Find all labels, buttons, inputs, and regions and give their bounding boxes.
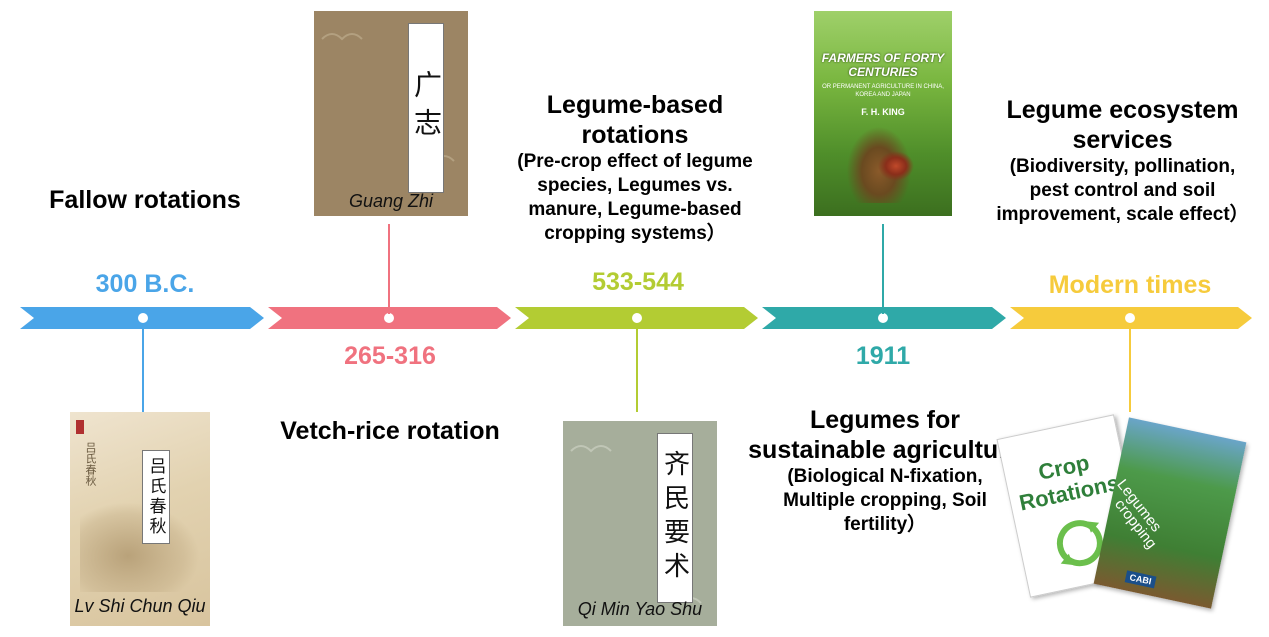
landscape-art (80, 502, 200, 592)
event-3-text: Legume-based rotations (Pre-crop effect … (490, 90, 780, 246)
date-label-5: Modern times (1020, 271, 1240, 300)
timeline-node-1 (138, 313, 148, 323)
book-cover-lv-shi-chun-qiu: 吕氏春秋 吕氏春秋 Lv Shi Chun Qiu (70, 412, 210, 626)
event-detail-3-line4: cropping systems） (490, 222, 780, 246)
book-title-cn-1: 吕氏春秋 (142, 450, 170, 544)
event-detail-3-line2: species, Legumes vs. (490, 174, 780, 198)
event-5-text: Legume ecosystem services (Biodiversity,… (980, 95, 1265, 227)
event-detail-4-line2: Multiple cropping, Soil (715, 489, 1055, 513)
date-label-3: 533-544 (553, 268, 723, 297)
connector-4 (882, 224, 884, 314)
date-label-4: 1911 (798, 342, 968, 371)
book-title-cn-2: 广志 (408, 23, 444, 193)
cover-author: F. H. KING (814, 107, 952, 117)
book-title-cn-3: 齐民要术 (657, 433, 693, 603)
cabi-logo: CABI (1125, 570, 1157, 588)
book-caption-3: Qi Min Yao Shu (563, 599, 717, 620)
cover-title-line2: CENTURIES (814, 65, 952, 79)
connector-1 (142, 324, 144, 412)
timeline-node-2 (384, 313, 394, 323)
timeline-node-4 (878, 313, 888, 323)
event-heading-5-line1: Legume ecosystem (980, 95, 1265, 125)
event-heading-1: Fallow rotations (20, 185, 270, 215)
date-label-2: 265-316 (305, 342, 475, 371)
book-cover-qi-min-yao-shu: 齐民要术 Qi Min Yao Shu (563, 421, 717, 626)
timeline-node-3 (632, 313, 642, 323)
event-heading-2: Vetch-rice rotation (250, 416, 530, 446)
book-caption-1: Lv Shi Chun Qiu (70, 596, 210, 617)
book-cover-farmers-of-forty-centuries: FARMERS OF FORTY CENTURIES OR PERMANENT … (814, 11, 952, 216)
event-detail-3-line3: manure, Legume-based (490, 198, 780, 222)
timeline-node-5 (1125, 313, 1135, 323)
event-heading-3-line1: Legume-based (490, 90, 780, 120)
cloud-pattern (563, 421, 717, 626)
event-heading-4-line1: Legumes for (715, 405, 1055, 435)
connector-2 (388, 224, 390, 314)
rooster-figure (878, 151, 914, 181)
event-detail-5-line1: (Biodiversity, pollination, (980, 155, 1265, 179)
red-seal-icon (76, 420, 84, 434)
cover-title-line1: FARMERS OF FORTY (814, 51, 952, 65)
book-spine-text-cn-1: 吕氏春秋 (82, 442, 98, 486)
cover-subtitle: OR PERMANENT AGRICULTURE IN CHINA, KOREA… (820, 83, 946, 99)
book-caption-2: Guang Zhi (314, 191, 468, 212)
date-label-1: 300 B.C. (60, 270, 230, 299)
event-detail-5-line2: pest control and soil (980, 179, 1265, 203)
connector-3 (636, 324, 638, 412)
book-cover-guang-zhi: 广志 Guang Zhi (314, 11, 468, 216)
event-detail-5-line3: improvement, scale effect） (980, 203, 1265, 227)
event-detail-4-line3: fertility） (715, 513, 1055, 537)
connector-5 (1129, 324, 1131, 412)
event-detail-3-line1: (Pre-crop effect of legume (490, 150, 780, 174)
event-heading-5-line2: services (980, 125, 1265, 155)
event-heading-3-line2: rotations (490, 120, 780, 150)
